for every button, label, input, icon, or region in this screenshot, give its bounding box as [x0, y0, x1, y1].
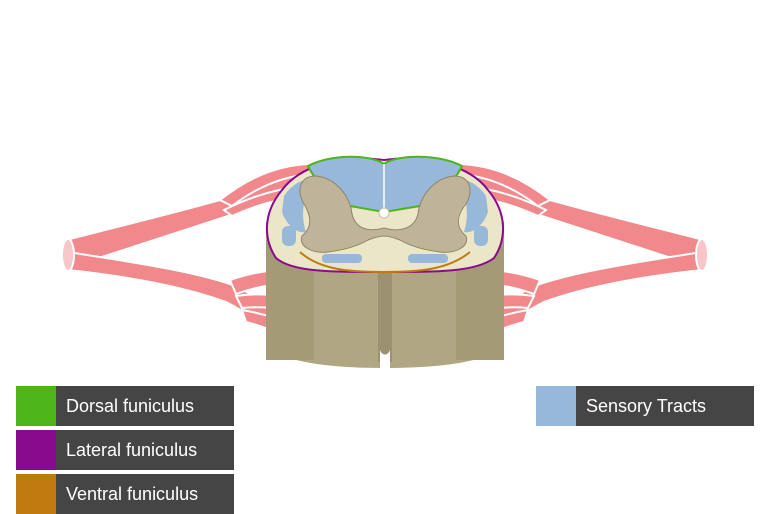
ventral-funiculus-outline: [299, 251, 471, 274]
legend-swatch-ventral: [16, 474, 56, 514]
left-nerve-end: [61, 238, 75, 272]
ventral-notch: [380, 350, 390, 368]
legend-swatch-sensory: [536, 386, 576, 426]
ventral-tract-left: [322, 254, 362, 263]
legend-label-ventral: Ventral funiculus: [56, 474, 234, 514]
central-canal: [378, 207, 390, 219]
legend-swatch-dorsal: [16, 386, 56, 426]
right-nerve-end: [695, 238, 709, 272]
cross-section: [265, 155, 505, 274]
lateral-ventral-tract-right: [474, 226, 488, 246]
legend-sensory-tracts: Sensory Tracts: [536, 386, 754, 426]
legend-lateral-funiculus: Lateral funiculus: [16, 430, 234, 470]
legend-label-dorsal: Dorsal funiculus: [56, 386, 234, 426]
legend-label-sensory: Sensory Tracts: [576, 386, 754, 426]
ventral-tract-right: [408, 254, 448, 263]
grey-matter: [299, 175, 471, 253]
legend-dorsal-funiculus: Dorsal funiculus: [16, 386, 234, 426]
legend-swatch-lateral: [16, 430, 56, 470]
legend-label-lateral: Lateral funiculus: [56, 430, 234, 470]
lateral-ventral-tract-left: [282, 226, 296, 246]
legend-ventral-funiculus: Ventral funiculus: [16, 474, 234, 514]
